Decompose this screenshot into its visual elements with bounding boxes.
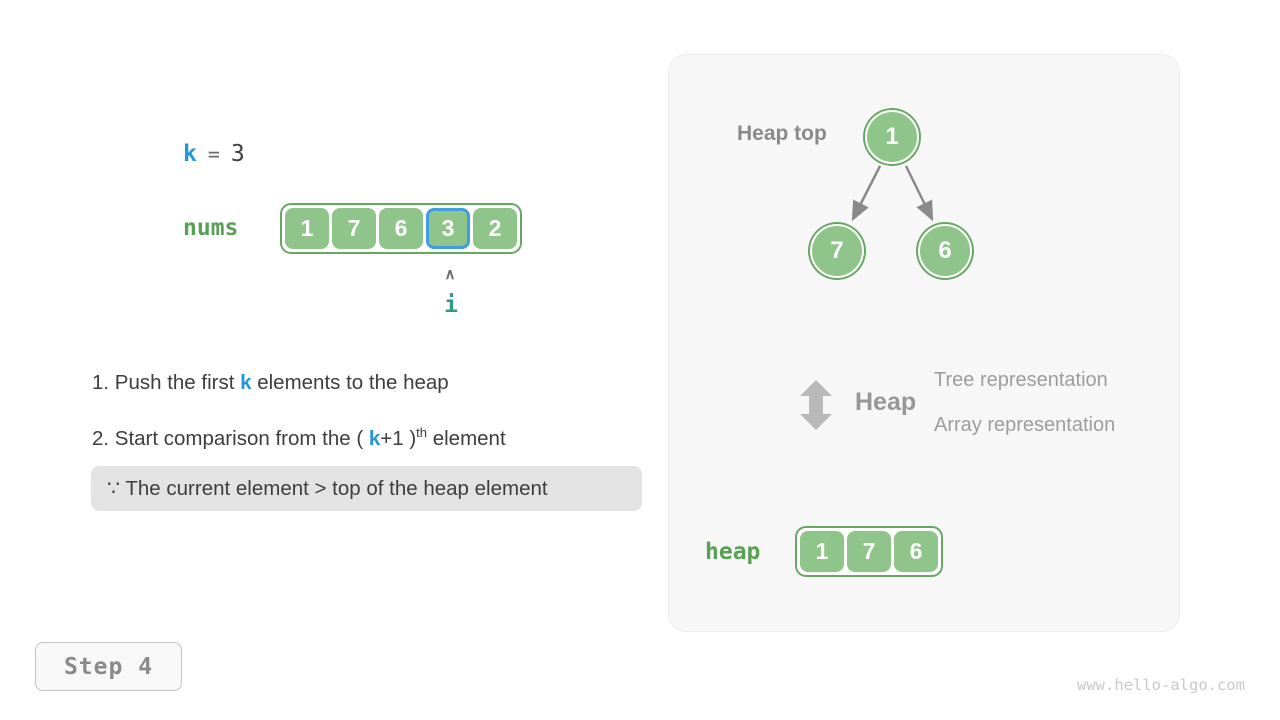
equals-sign: = (207, 142, 220, 166)
nums-label: nums (183, 215, 239, 241)
k-value: 3 (230, 141, 245, 167)
tree-node-left-child: 7 (810, 224, 864, 278)
tree-representation-label: Tree representation (934, 369, 1108, 391)
k-definition: k = 3 (183, 141, 245, 167)
step-2-plus-one: +1 (380, 426, 404, 450)
step-2-post: element (427, 426, 506, 450)
heap-top-label: Heap top (737, 122, 827, 145)
nums-cell-0: 1 (285, 208, 329, 249)
watermark: www.hello-algo.com (1077, 676, 1245, 694)
heap-cell-0: 1 (800, 531, 844, 572)
step-1-k: k (240, 371, 252, 394)
step-2-close-paren: ) (403, 426, 417, 450)
tree-node-root: 1 (865, 110, 919, 164)
tree-node-right-child: 6 (918, 224, 972, 278)
step-2-k: k (368, 426, 381, 450)
k-variable: k (183, 141, 197, 167)
condition-note: ∵ The current element > top of the heap … (91, 466, 642, 511)
nums-cell-2: 6 (379, 208, 423, 249)
nums-cell-3-highlighted: 3 (426, 208, 470, 249)
nums-cell-1: 7 (332, 208, 376, 249)
heap-cell-1: 7 (847, 531, 891, 572)
up-down-arrow-icon (800, 380, 832, 430)
step-2-text: 2. Start comparison from the ( k+1 )th e… (92, 425, 506, 451)
step-2-open-paren: ( (356, 426, 369, 450)
pointer-caret-icon: ∧ (444, 266, 456, 283)
heap-panel: Heap top 1 7 6 Heap Tree representation … (668, 54, 1180, 632)
step-1-text: 1. Push the first k elements to the heap (92, 371, 449, 395)
step-2-ordinal-sup: th (416, 425, 428, 440)
nums-cell-4: 2 (473, 208, 517, 249)
nums-array: 1 7 6 3 2 (280, 203, 522, 254)
heap-cell-2: 6 (894, 531, 938, 572)
heap-array-label: heap (705, 539, 761, 565)
array-representation-label: Array representation (934, 414, 1116, 436)
condition-note-text: ∵ The current element > top of the heap … (107, 477, 548, 500)
step-1-post: elements to the heap (251, 371, 449, 394)
step-2-pre: 2. Start comparison from the (92, 426, 357, 450)
heap-array: 1 7 6 (795, 526, 943, 577)
heap-word-label: Heap (855, 388, 917, 416)
step-1-pre: 1. Push the first (92, 371, 241, 394)
pointer-i-label: i (444, 292, 458, 318)
step-badge: Step 4 (35, 642, 182, 691)
